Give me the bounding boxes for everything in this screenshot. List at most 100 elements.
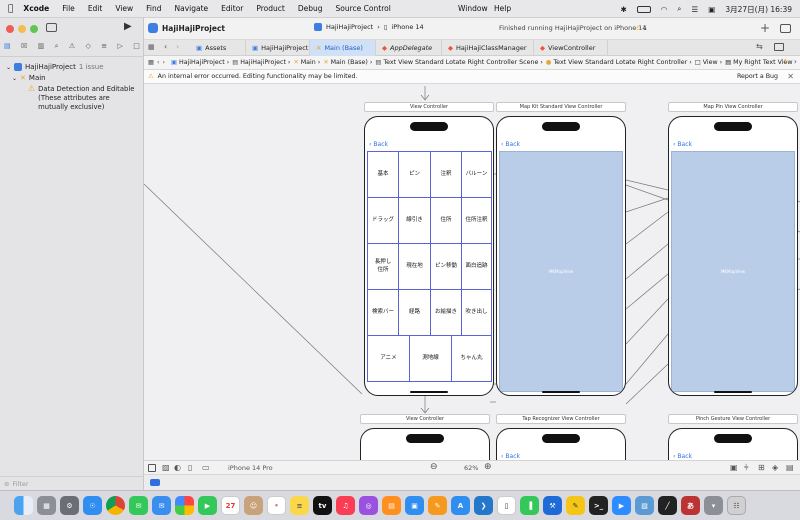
zoom-in-icon[interactable]: ⊕ xyxy=(484,462,492,472)
pencil-app-icon[interactable]: ✎ xyxy=(566,496,585,515)
menu-app-name[interactable]: Xcode xyxy=(18,4,49,13)
vscode-icon[interactable]: ❯ xyxy=(474,496,493,515)
tree-project-row[interactable]: ⌄ HajiHajiProject 1 issue xyxy=(6,63,104,71)
map-kit-scene[interactable]: ‹Back MKMapView xyxy=(496,116,626,396)
numbers-icon[interactable]: ▐ xyxy=(520,496,539,515)
grid-button[interactable]: アニメ xyxy=(367,335,410,382)
nav-forward-icon[interactable]: › xyxy=(176,42,180,51)
symbol-icon[interactable]: ▥ xyxy=(37,42,45,50)
menu-clock[interactable]: 3月27日(月) 16:39 xyxy=(725,4,792,14)
grid-button[interactable]: ちゃん丸 xyxy=(451,335,492,382)
add-icon[interactable]: + xyxy=(760,21,771,35)
forward-icon[interactable]: › xyxy=(162,59,166,66)
grid-button[interactable]: 現在地 xyxy=(398,243,431,290)
scheme-name[interactable]: HajiHajiProject xyxy=(326,23,374,31)
zoom-out-icon[interactable]: ⊖ xyxy=(430,462,438,472)
grid-button[interactable]: ピン xyxy=(398,151,431,198)
scene-label[interactable]: Map Pin View Controller xyxy=(668,102,798,112)
find-icon[interactable]: ⌕ xyxy=(54,42,59,50)
menu-debug[interactable]: Debug xyxy=(292,4,323,13)
map-view[interactable]: MKMapView xyxy=(499,151,623,392)
grid-button[interactable]: ドラッグ xyxy=(367,197,399,244)
menu-source-control[interactable]: Source Control xyxy=(330,4,391,13)
terminal-icon[interactable]: >_ xyxy=(589,496,608,515)
menu-navigate[interactable]: Navigate xyxy=(169,4,209,13)
appearance-icon[interactable]: ▨ xyxy=(162,463,170,472)
device-name[interactable]: iPhone 14 xyxy=(391,23,424,31)
warning-icon[interactable]: ⚠ xyxy=(782,58,788,65)
menu-file[interactable]: File xyxy=(56,4,75,13)
map-pin-scene[interactable]: ‹Back MKMapView xyxy=(668,116,798,396)
folder-icon[interactable]: ▤ xyxy=(4,42,11,50)
finder-icon[interactable] xyxy=(14,496,33,515)
split-editor-icon[interactable] xyxy=(774,43,784,51)
tab-classmanager[interactable]: ◆ HajiHajiClassManager xyxy=(442,40,534,56)
contacts-icon[interactable]: ☺ xyxy=(244,496,263,515)
jump-main[interactable]: ✕Main› xyxy=(293,59,320,66)
scene-label[interactable]: Tap Recognizer View Controller xyxy=(496,414,626,424)
report-bug-link[interactable]: Report a Bug xyxy=(736,73,778,80)
grid-button[interactable]: 基本 xyxy=(367,151,399,198)
swap-icon[interactable]: ⇆ xyxy=(756,42,763,51)
menu-window[interactable]: Window xyxy=(458,4,488,13)
debug-icon[interactable]: ≡ xyxy=(101,42,108,50)
downloads-icon[interactable]: ▾ xyxy=(704,496,723,515)
mail-icon[interactable]: ✉ xyxy=(152,496,171,515)
grid-button[interactable]: お絵描き xyxy=(430,289,462,336)
source-control-icon[interactable]: ☒ xyxy=(20,42,28,50)
tap-recognizer-scene[interactable]: ‹Back xyxy=(496,428,626,460)
related-items-icon[interactable]: ▦ xyxy=(148,59,154,66)
chrome-icon[interactable] xyxy=(106,496,125,515)
report-icon[interactable]: □ xyxy=(133,42,140,50)
photos-icon[interactable] xyxy=(175,496,194,515)
chevron-right-icon[interactable]: › xyxy=(793,57,797,66)
tree-issue-row[interactable]: ⚠ Data Detection and Editable (These att… xyxy=(28,85,140,113)
appletv-icon[interactable]: tv xyxy=(313,496,332,515)
safari-icon[interactable]: ☉ xyxy=(83,496,102,515)
pages-icon[interactable]: ✎ xyxy=(428,496,447,515)
grid-button[interactable]: 住所注釈 xyxy=(461,197,492,244)
add-constraints-icon[interactable]: ⊞ xyxy=(758,463,765,472)
jump-folder[interactable]: ▤HajiHajiProject› xyxy=(232,59,290,66)
back-button[interactable]: ‹Back xyxy=(501,141,520,148)
menu-find[interactable]: Find xyxy=(140,4,161,13)
facetime-icon[interactable]: ▶ xyxy=(198,496,217,515)
menu-edit[interactable]: Edit xyxy=(82,4,103,13)
jump-textview[interactable]: ▤My Right Text View xyxy=(725,59,792,66)
grid-button[interactable]: 面白追跡 xyxy=(461,243,492,290)
grid-button[interactable]: 経路 xyxy=(398,289,431,336)
back-button[interactable]: ‹Back xyxy=(673,453,692,460)
update-frames-icon[interactable]: ▣ xyxy=(730,463,738,472)
grid-button[interactable]: 吹き出し xyxy=(461,289,492,336)
preview-icon[interactable]: ▧ xyxy=(635,496,654,515)
tree-group-row[interactable]: ⌄ ✕ Main xyxy=(12,74,46,82)
bluetooth-icon[interactable]: ✱ xyxy=(620,4,627,14)
jump-project[interactable]: ▣HajiHajiProject› xyxy=(171,59,229,66)
jump-main-base[interactable]: ✕Main (Base)› xyxy=(323,59,372,66)
device-config-label[interactable]: iPhone 14 Pro xyxy=(228,464,273,472)
control-center-icon[interactable]: ☰ xyxy=(691,4,699,14)
nav-back-icon[interactable]: ‹ xyxy=(164,42,168,51)
tab-viewcontroller[interactable]: ◆ ViewController xyxy=(534,40,608,56)
minimize-window-button[interactable] xyxy=(18,25,26,33)
scheme-selector[interactable]: HajiHajiProject › ▯ iPhone 14 xyxy=(314,23,424,31)
issue-icon[interactable]: ⚠ xyxy=(68,42,76,50)
keynote-icon[interactable]: ▣ xyxy=(405,496,424,515)
chevron-down-icon[interactable]: ⌄ xyxy=(6,63,12,71)
orientation-icon[interactable]: ▯ xyxy=(188,463,193,472)
close-window-button[interactable] xyxy=(6,25,14,33)
trash-icon[interactable]: ☷ xyxy=(727,496,746,515)
grid-button[interactable]: 住所 xyxy=(430,197,462,244)
simulator-icon[interactable]: ▯ xyxy=(497,496,516,515)
close-icon[interactable]: ✕ xyxy=(787,72,794,81)
back-icon[interactable]: ‹ xyxy=(156,59,160,66)
launchpad-icon[interactable]: ▦ xyxy=(37,496,56,515)
jump-view[interactable]: □View› xyxy=(695,59,722,66)
apple-icon[interactable]:  xyxy=(8,4,13,14)
toolbar-warning-indicator[interactable]: ⚠ 1 xyxy=(635,24,647,32)
battery-icon[interactable] xyxy=(636,5,651,13)
grid-icon[interactable]: ▦ xyxy=(148,43,155,51)
document-outline-icon[interactable] xyxy=(148,464,156,472)
notes-icon[interactable]: ≡ xyxy=(290,496,309,515)
menu-view[interactable]: View xyxy=(109,4,133,13)
